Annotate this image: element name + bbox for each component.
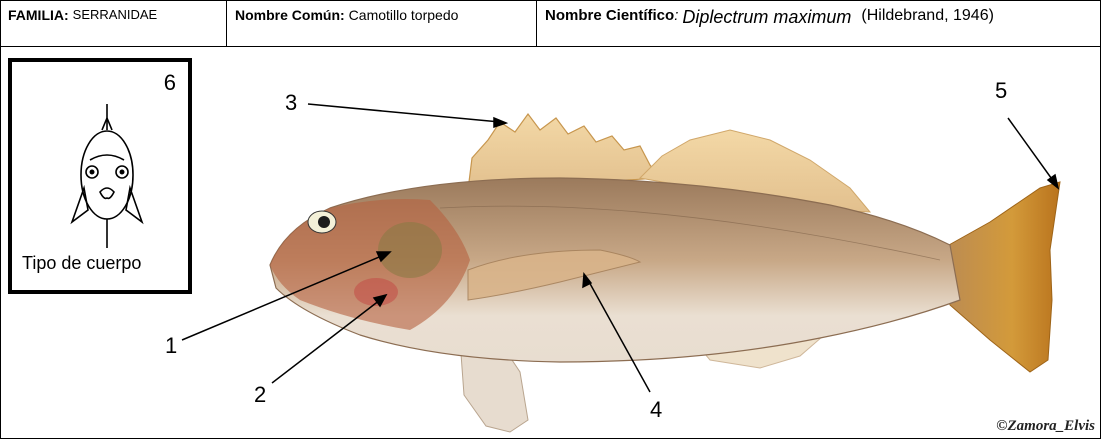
label-1: 1 bbox=[165, 333, 177, 359]
label-3: 3 bbox=[285, 90, 297, 116]
caudal-fin bbox=[940, 182, 1060, 372]
label-4: 4 bbox=[650, 397, 662, 423]
photo-credit: ©Zamora_Elvis bbox=[996, 418, 1095, 435]
label-2: 2 bbox=[254, 382, 266, 408]
label-5: 5 bbox=[995, 78, 1007, 104]
